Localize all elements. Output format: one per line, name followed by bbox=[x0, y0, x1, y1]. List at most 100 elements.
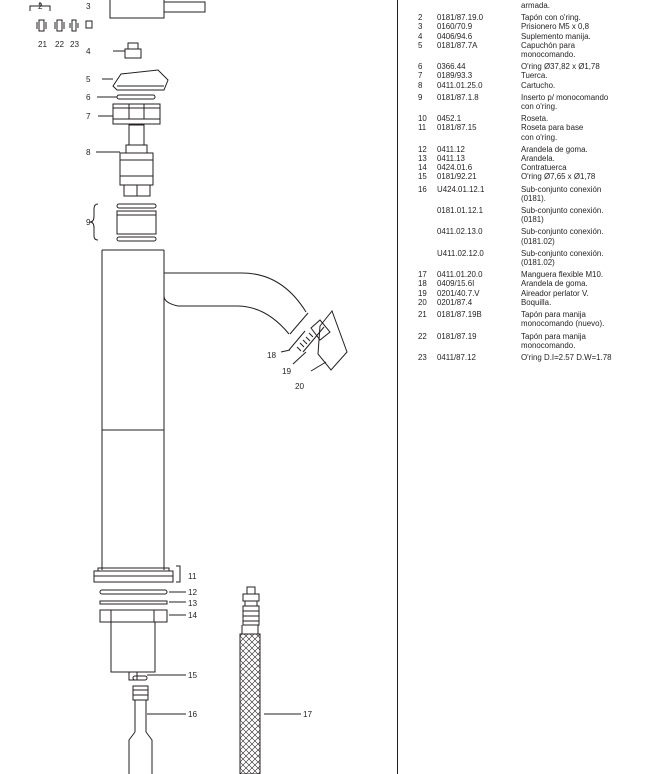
part-code: 0201/40.7.V bbox=[437, 288, 480, 298]
part-code: 0189/93.3 bbox=[437, 71, 473, 81]
part-code bbox=[437, 341, 521, 350]
callout-5: 5 bbox=[86, 75, 91, 84]
part-row: (0181.02) bbox=[418, 258, 644, 267]
part-3-setscrew bbox=[85, 20, 93, 29]
part-number: 15 bbox=[418, 172, 427, 182]
part-code bbox=[437, 237, 521, 246]
faucet-spout bbox=[163, 272, 309, 335]
callout-labels: 2 3 21 22 23 4 5 6 7 8 9 11 12 13 14 15 … bbox=[38, 2, 313, 719]
callout-19: 19 bbox=[282, 367, 292, 376]
part-description: Capuchón para bbox=[521, 40, 575, 50]
shank bbox=[110, 622, 156, 681]
part-number: 18 bbox=[418, 279, 427, 289]
callout-17: 17 bbox=[303, 710, 313, 719]
part-description: Cartucho. bbox=[521, 80, 556, 90]
column-divider bbox=[397, 0, 398, 774]
part-code bbox=[437, 102, 521, 111]
part-description: Arandela. bbox=[521, 154, 555, 164]
part-description: Roseta para base bbox=[521, 123, 584, 133]
part-number: 5 bbox=[418, 40, 423, 50]
part-number: 22 bbox=[418, 331, 427, 341]
part-code: 0181/87.19.0 bbox=[437, 13, 484, 23]
part-description: monocomando (nuevo). bbox=[521, 319, 605, 329]
part-row: (0181). bbox=[418, 194, 644, 203]
part-row: (0181.02) bbox=[418, 237, 644, 246]
part-number: 13 bbox=[418, 154, 427, 164]
part-number bbox=[418, 249, 437, 258]
part-code: 0411.13 bbox=[437, 154, 465, 164]
part-description: O'ring D.I=2.57 D.W=1.78 bbox=[521, 352, 612, 362]
part-description: monocomando. bbox=[521, 340, 576, 350]
part-code: 0181.01.12.1 bbox=[437, 206, 484, 216]
part-code: 0181/87.15 bbox=[437, 123, 477, 133]
callout-11: 11 bbox=[188, 572, 197, 581]
part-description: (0181). bbox=[521, 193, 547, 203]
part-number: 10 bbox=[418, 114, 427, 124]
part-description: Sub-conjunto conexión. bbox=[521, 248, 604, 258]
callout-4: 4 bbox=[86, 47, 91, 56]
handle-top bbox=[109, 0, 206, 19]
callout-14: 14 bbox=[188, 611, 198, 620]
part-number: 7 bbox=[418, 71, 423, 81]
faucet-body bbox=[101, 249, 165, 570]
part-number: 16 bbox=[418, 184, 427, 194]
part-number: 8 bbox=[418, 80, 423, 90]
part-row: monocomando. bbox=[418, 50, 644, 59]
part-number bbox=[418, 1, 437, 10]
part-number bbox=[418, 341, 437, 350]
part-description: (0181.02) bbox=[521, 258, 555, 268]
part-number: 23 bbox=[418, 352, 427, 362]
cap-group-21-22-23 bbox=[29, 2, 79, 32]
part-row: 16 U424.01.12.1 Sub-conjunto conexión bbox=[418, 185, 644, 194]
part-row: (0181) bbox=[418, 215, 644, 224]
part-description: Suplemento manija. bbox=[521, 31, 591, 41]
part-17-flexible-hose bbox=[239, 586, 261, 774]
callout-23: 23 bbox=[70, 40, 80, 49]
part-row: armada. bbox=[418, 1, 644, 10]
callout-20: 20 bbox=[295, 382, 305, 391]
callout-9: 9 bbox=[86, 218, 91, 227]
part-code: 0181/87.19 bbox=[437, 331, 477, 341]
part-row: 0411.02.13.0 Sub-conjunto conexión. bbox=[418, 227, 644, 236]
part-6-oring bbox=[97, 94, 156, 100]
part-code: U424.01.12.1 bbox=[437, 184, 485, 194]
part-number: 19 bbox=[418, 288, 427, 298]
part-number: 20 bbox=[418, 297, 427, 307]
part-code bbox=[437, 194, 521, 203]
part-row: con o'ring. bbox=[418, 102, 644, 111]
part-description: Manguera flexible M10. bbox=[521, 270, 604, 280]
part-14-locknut bbox=[99, 609, 168, 623]
part-description: Tapón para manija bbox=[521, 331, 586, 341]
callout-6: 6 bbox=[86, 93, 91, 102]
part-description: Roseta. bbox=[521, 114, 549, 124]
part-description: Tapón para manija bbox=[521, 310, 586, 320]
part-code bbox=[437, 1, 521, 10]
part-code: 0424.01.6 bbox=[437, 163, 473, 173]
part-description: Sub-conjunto conexión. bbox=[521, 227, 604, 237]
part-number: 2 bbox=[418, 13, 423, 23]
part-description: Inserto p/ monocomando bbox=[521, 92, 609, 102]
part-code: 0411.02.13.0 bbox=[437, 227, 483, 237]
part-description: con o'ring. bbox=[521, 132, 558, 142]
part-code bbox=[437, 215, 521, 224]
part-number bbox=[418, 227, 437, 236]
part-description: armada. bbox=[521, 1, 550, 10]
part-number bbox=[418, 50, 437, 59]
part-number bbox=[418, 102, 437, 111]
part-number: 6 bbox=[418, 62, 423, 72]
part-description: Sub-conjunto conexión bbox=[521, 184, 602, 194]
part-code: 0181/92.21 bbox=[437, 172, 477, 182]
